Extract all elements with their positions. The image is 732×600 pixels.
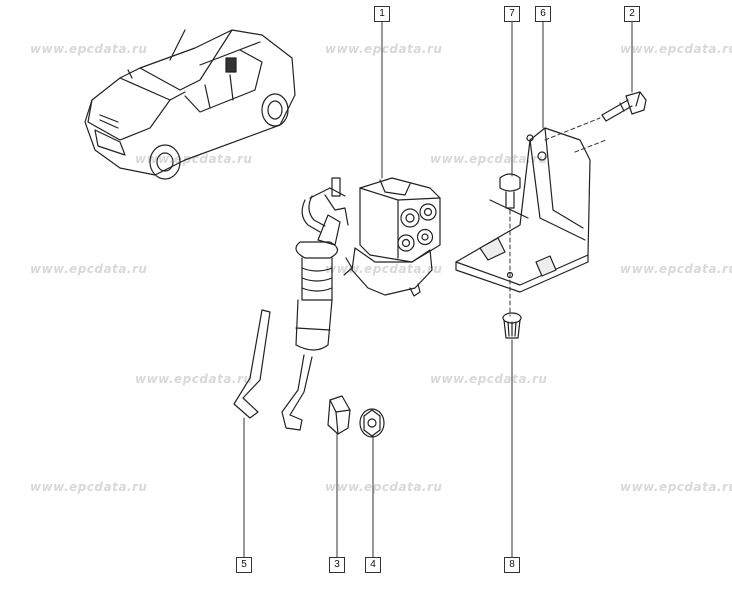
watermark: www.epcdata.ru	[135, 152, 253, 166]
callout-5: 5	[236, 557, 252, 573]
callout-6: 6	[535, 6, 551, 22]
watermark: www.epcdata.ru	[620, 480, 732, 494]
watermark: www.epcdata.ru	[325, 42, 443, 56]
leader-lines	[243, 21, 633, 558]
watermark: www.epcdata.ru	[135, 372, 253, 386]
watermark: www.epcdata.ru	[30, 480, 148, 494]
watermark: www.epcdata.ru	[30, 262, 148, 276]
part-3-clip	[327, 395, 351, 435]
callout-4: 4	[365, 557, 381, 573]
part-8-rivet-nut	[502, 312, 522, 339]
watermark: www.epcdata.ru	[430, 152, 548, 166]
watermark: www.epcdata.ru	[325, 480, 443, 494]
part-5-rod	[233, 309, 271, 419]
part-4-nut	[359, 408, 385, 438]
callout-8: 8	[504, 557, 520, 573]
part-7-bolt	[499, 173, 521, 209]
car-illustration	[84, 29, 296, 180]
part-6-bracket	[455, 127, 591, 293]
watermark: www.epcdata.ru	[620, 42, 732, 56]
part-2-bolt	[601, 91, 647, 122]
callout-7: 7	[504, 6, 520, 22]
callout-2: 2	[624, 6, 640, 22]
watermark: www.epcdata.ru	[30, 42, 148, 56]
callout-1: 1	[374, 6, 390, 22]
watermark: www.epcdata.ru	[430, 372, 548, 386]
callout-3: 3	[329, 557, 345, 573]
watermark: www.epcdata.ru	[620, 262, 732, 276]
part-1-modulator	[281, 177, 441, 431]
